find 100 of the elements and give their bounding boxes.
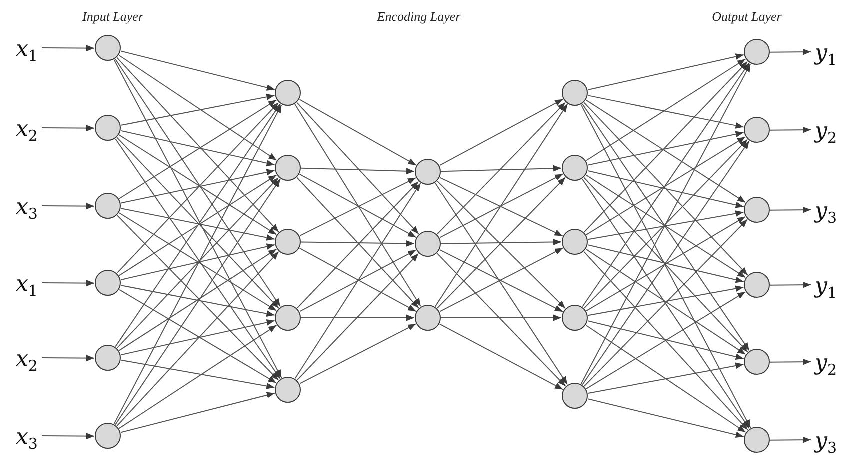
input-variable: x$_{2}$	[16, 349, 38, 371]
arrow	[118, 100, 278, 200]
arrow	[118, 212, 278, 312]
arrow	[301, 240, 415, 247]
arrow	[115, 104, 281, 348]
arrow	[586, 136, 746, 236]
arrow	[582, 140, 750, 386]
input-variable: x$_{1}$	[16, 39, 38, 61]
arrow	[116, 57, 280, 233]
arrow	[586, 100, 746, 204]
arrow	[118, 55, 278, 161]
neuron	[744, 349, 770, 375]
arrow	[434, 104, 568, 308]
arrow	[116, 102, 280, 274]
arrow	[120, 50, 276, 91]
arrow	[120, 285, 276, 318]
neuron	[275, 155, 301, 181]
input-variable: x$_{2}$	[16, 119, 38, 141]
arrow	[120, 392, 276, 434]
layer-title: Input Layer	[82, 9, 144, 25]
neuron	[744, 197, 770, 223]
neuron	[95, 270, 121, 296]
arrow	[584, 139, 748, 309]
neuron	[275, 229, 301, 255]
arrow	[296, 102, 420, 235]
neuron	[275, 305, 301, 331]
output-variable: y$_{3}$	[815, 431, 837, 453]
neuron	[275, 80, 301, 106]
arrow	[770, 206, 812, 214]
arrow	[588, 286, 744, 316]
neuron	[95, 35, 121, 61]
arrow	[294, 182, 422, 380]
arrow	[439, 324, 564, 390]
arrow	[436, 102, 566, 235]
arrow	[770, 282, 812, 288]
neuron	[95, 423, 121, 449]
arrow	[301, 314, 415, 322]
arrow	[584, 102, 748, 276]
arrow	[299, 99, 417, 166]
arrow	[582, 104, 750, 352]
arrow	[114, 59, 282, 379]
arrow	[588, 170, 744, 208]
arrow	[441, 165, 562, 172]
arrow	[118, 174, 278, 276]
arrow	[119, 289, 277, 384]
arrow	[584, 251, 748, 431]
neuron	[415, 159, 441, 185]
arrow	[114, 104, 282, 425]
arrow	[588, 244, 744, 284]
arrow	[436, 253, 566, 387]
arrow	[41, 203, 95, 210]
output-variable: y$_{2}$	[815, 121, 837, 143]
arrow	[294, 104, 422, 308]
input-variable: x$_{1}$	[16, 274, 38, 296]
arrow	[115, 178, 281, 426]
arrow	[441, 239, 562, 246]
arrow	[770, 436, 812, 444]
output-variable: y$_{1}$	[815, 276, 837, 298]
arrow	[120, 94, 276, 126]
arrow	[441, 314, 562, 322]
arrow	[586, 58, 746, 162]
arrow	[586, 216, 746, 312]
arrow	[588, 131, 744, 166]
arrow	[118, 248, 278, 352]
arrow	[588, 95, 744, 129]
arrow	[586, 248, 746, 356]
neuron	[562, 305, 588, 331]
neuron	[415, 305, 441, 331]
arrow	[301, 168, 415, 175]
arrow	[588, 210, 744, 240]
arrow	[588, 362, 744, 394]
arrow	[584, 219, 748, 387]
neuron	[744, 427, 770, 453]
output-variable: y$_{2}$	[815, 353, 837, 375]
arrow	[120, 169, 276, 204]
arrow	[116, 137, 280, 309]
neuron	[562, 229, 588, 255]
arrow	[115, 58, 281, 308]
arrow	[120, 320, 276, 356]
arrow	[41, 125, 95, 132]
neuron	[744, 117, 770, 143]
neuron	[95, 193, 121, 219]
arrow	[116, 251, 280, 427]
arrow	[116, 215, 280, 381]
arrow	[588, 54, 744, 91]
arrow	[118, 134, 278, 236]
output-variable: y$_{1}$	[815, 43, 837, 65]
input-variable: x$_{3}$	[16, 427, 38, 449]
arrow	[770, 126, 812, 134]
arrow	[580, 63, 752, 385]
arrow	[586, 325, 746, 433]
arrow	[120, 360, 276, 390]
arrow	[770, 358, 812, 366]
neuron	[415, 231, 441, 257]
output-variable: y$_{3}$	[815, 201, 837, 223]
arrow	[586, 174, 746, 278]
arrow	[434, 182, 568, 386]
arrow	[582, 62, 750, 308]
arrow	[41, 433, 95, 440]
neuron	[562, 155, 588, 181]
